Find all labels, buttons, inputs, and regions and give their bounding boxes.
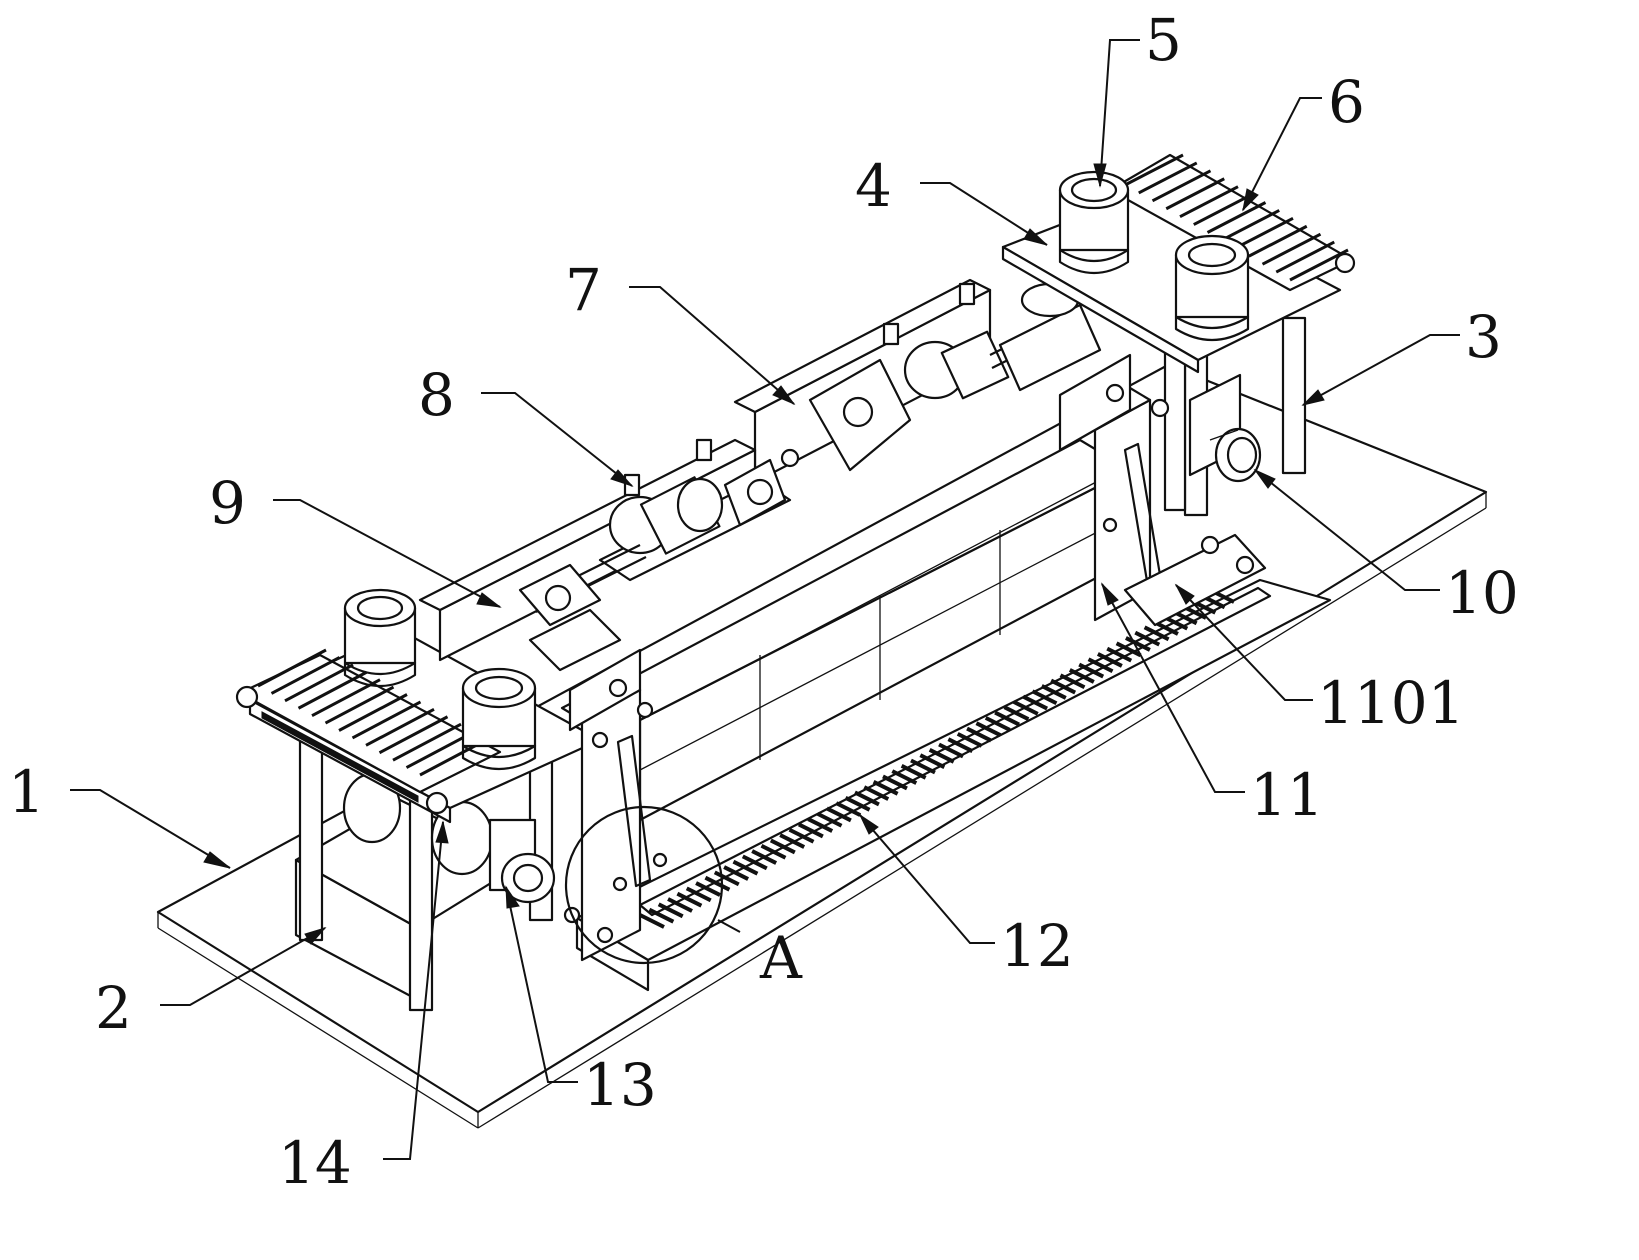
- label-5: 5: [1145, 6, 1182, 74]
- label-1101: 1101: [1317, 669, 1465, 737]
- label-11: 11: [1250, 761, 1324, 829]
- pneumatic-cylinder-left: [529, 438, 792, 613]
- label-1: 1: [8, 758, 45, 826]
- label-10: 10: [1445, 559, 1519, 627]
- label-7: 7: [565, 256, 602, 324]
- label-3: 3: [1465, 303, 1502, 371]
- gear-rack: [575, 578, 1332, 992]
- label-8: 8: [418, 361, 455, 429]
- part-labels: 1 2 3 4 5 6 7 8 9 10 1101 11 12 13 14 A: [8, 6, 1519, 1197]
- label-9: 9: [209, 469, 246, 537]
- leader-lines: [70, 39, 1460, 1160]
- label-4: 4: [855, 152, 892, 220]
- label-6: 6: [1328, 68, 1365, 136]
- label-14: 14: [278, 1129, 352, 1197]
- pneumatic-cylinder-center: [808, 282, 1053, 472]
- left-knob-cylinders: [343, 588, 537, 770]
- detail-circle-a: [564, 805, 741, 965]
- right-end-assembly: [1163, 316, 1307, 517]
- base-plate: [156, 363, 1488, 1129]
- label-2: 2: [95, 974, 132, 1042]
- label-13: 13: [583, 1051, 657, 1119]
- main-frame: [588, 438, 1132, 822]
- right-knob-cylinders: [1058, 170, 1250, 341]
- pivot-block-left: [518, 563, 642, 732]
- label-a: A: [759, 924, 803, 992]
- label-12: 12: [1000, 912, 1074, 980]
- right-base-pad: [1123, 533, 1267, 627]
